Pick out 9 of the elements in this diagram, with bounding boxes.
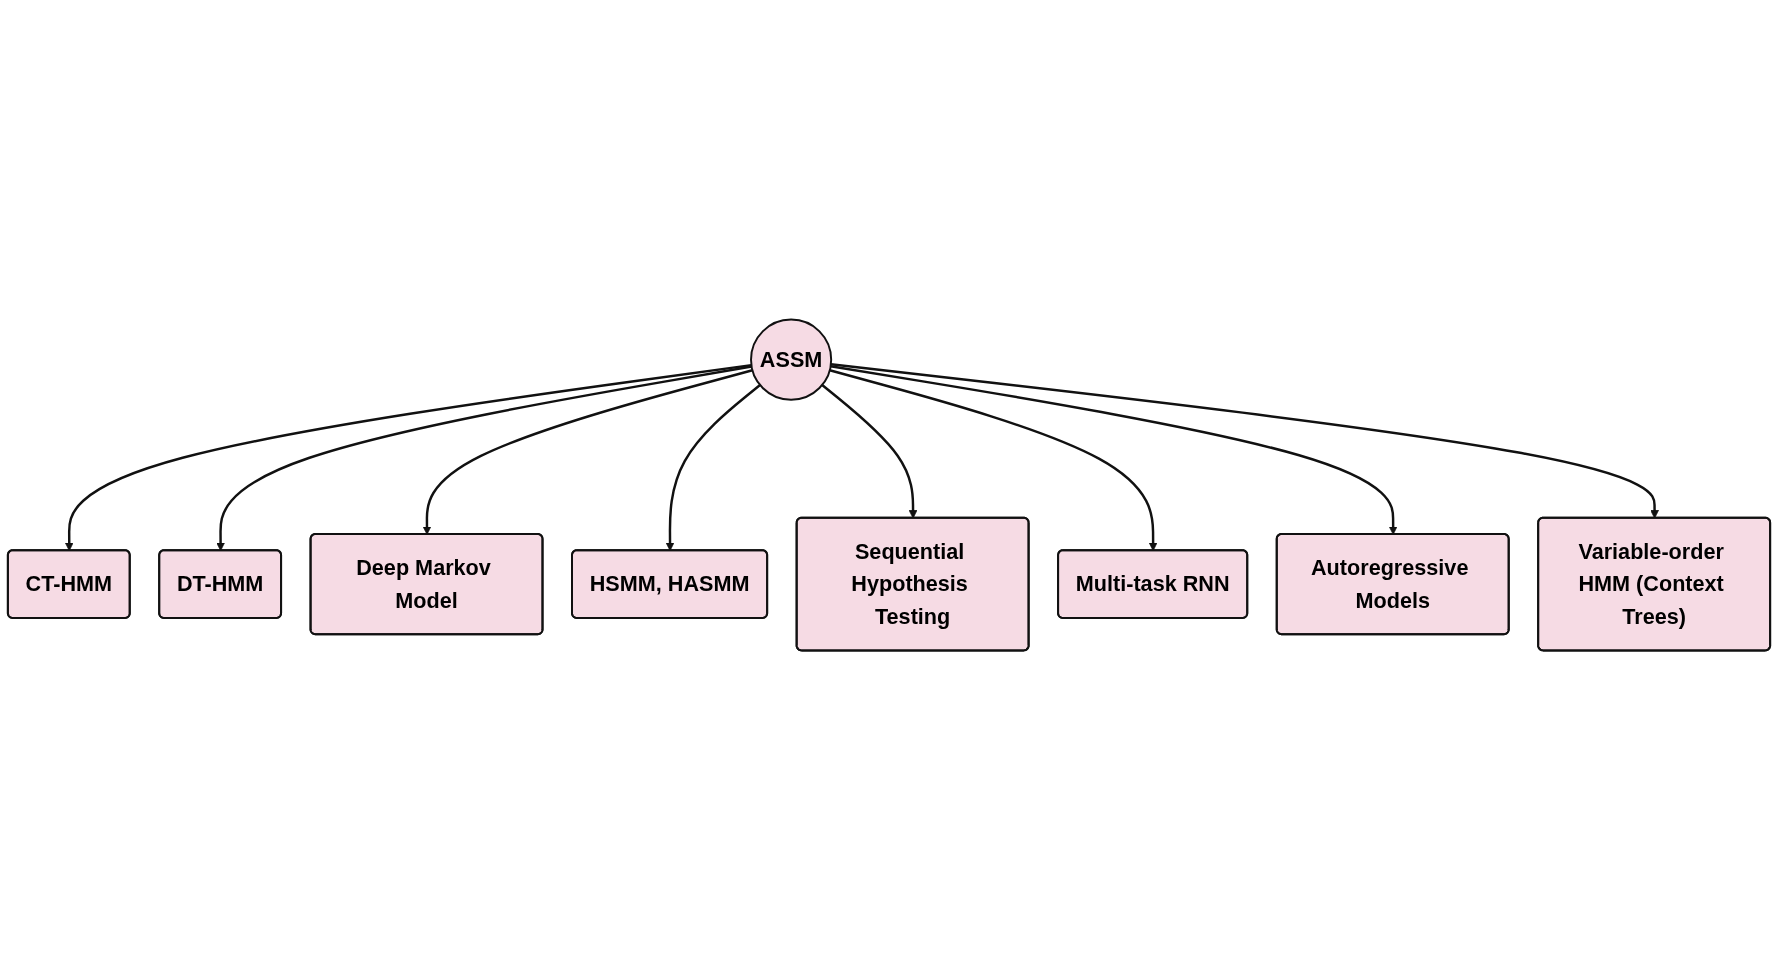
arrow bbox=[422, 369, 753, 535]
arrow bbox=[64, 363, 752, 552]
node-circle: ASSM bbox=[750, 318, 833, 401]
arrow bbox=[821, 384, 918, 519]
arrow bbox=[829, 369, 1158, 552]
arrow bbox=[830, 363, 1659, 519]
arrow bbox=[216, 365, 752, 552]
arrow bbox=[830, 365, 1398, 535]
arrow bbox=[665, 384, 761, 552]
